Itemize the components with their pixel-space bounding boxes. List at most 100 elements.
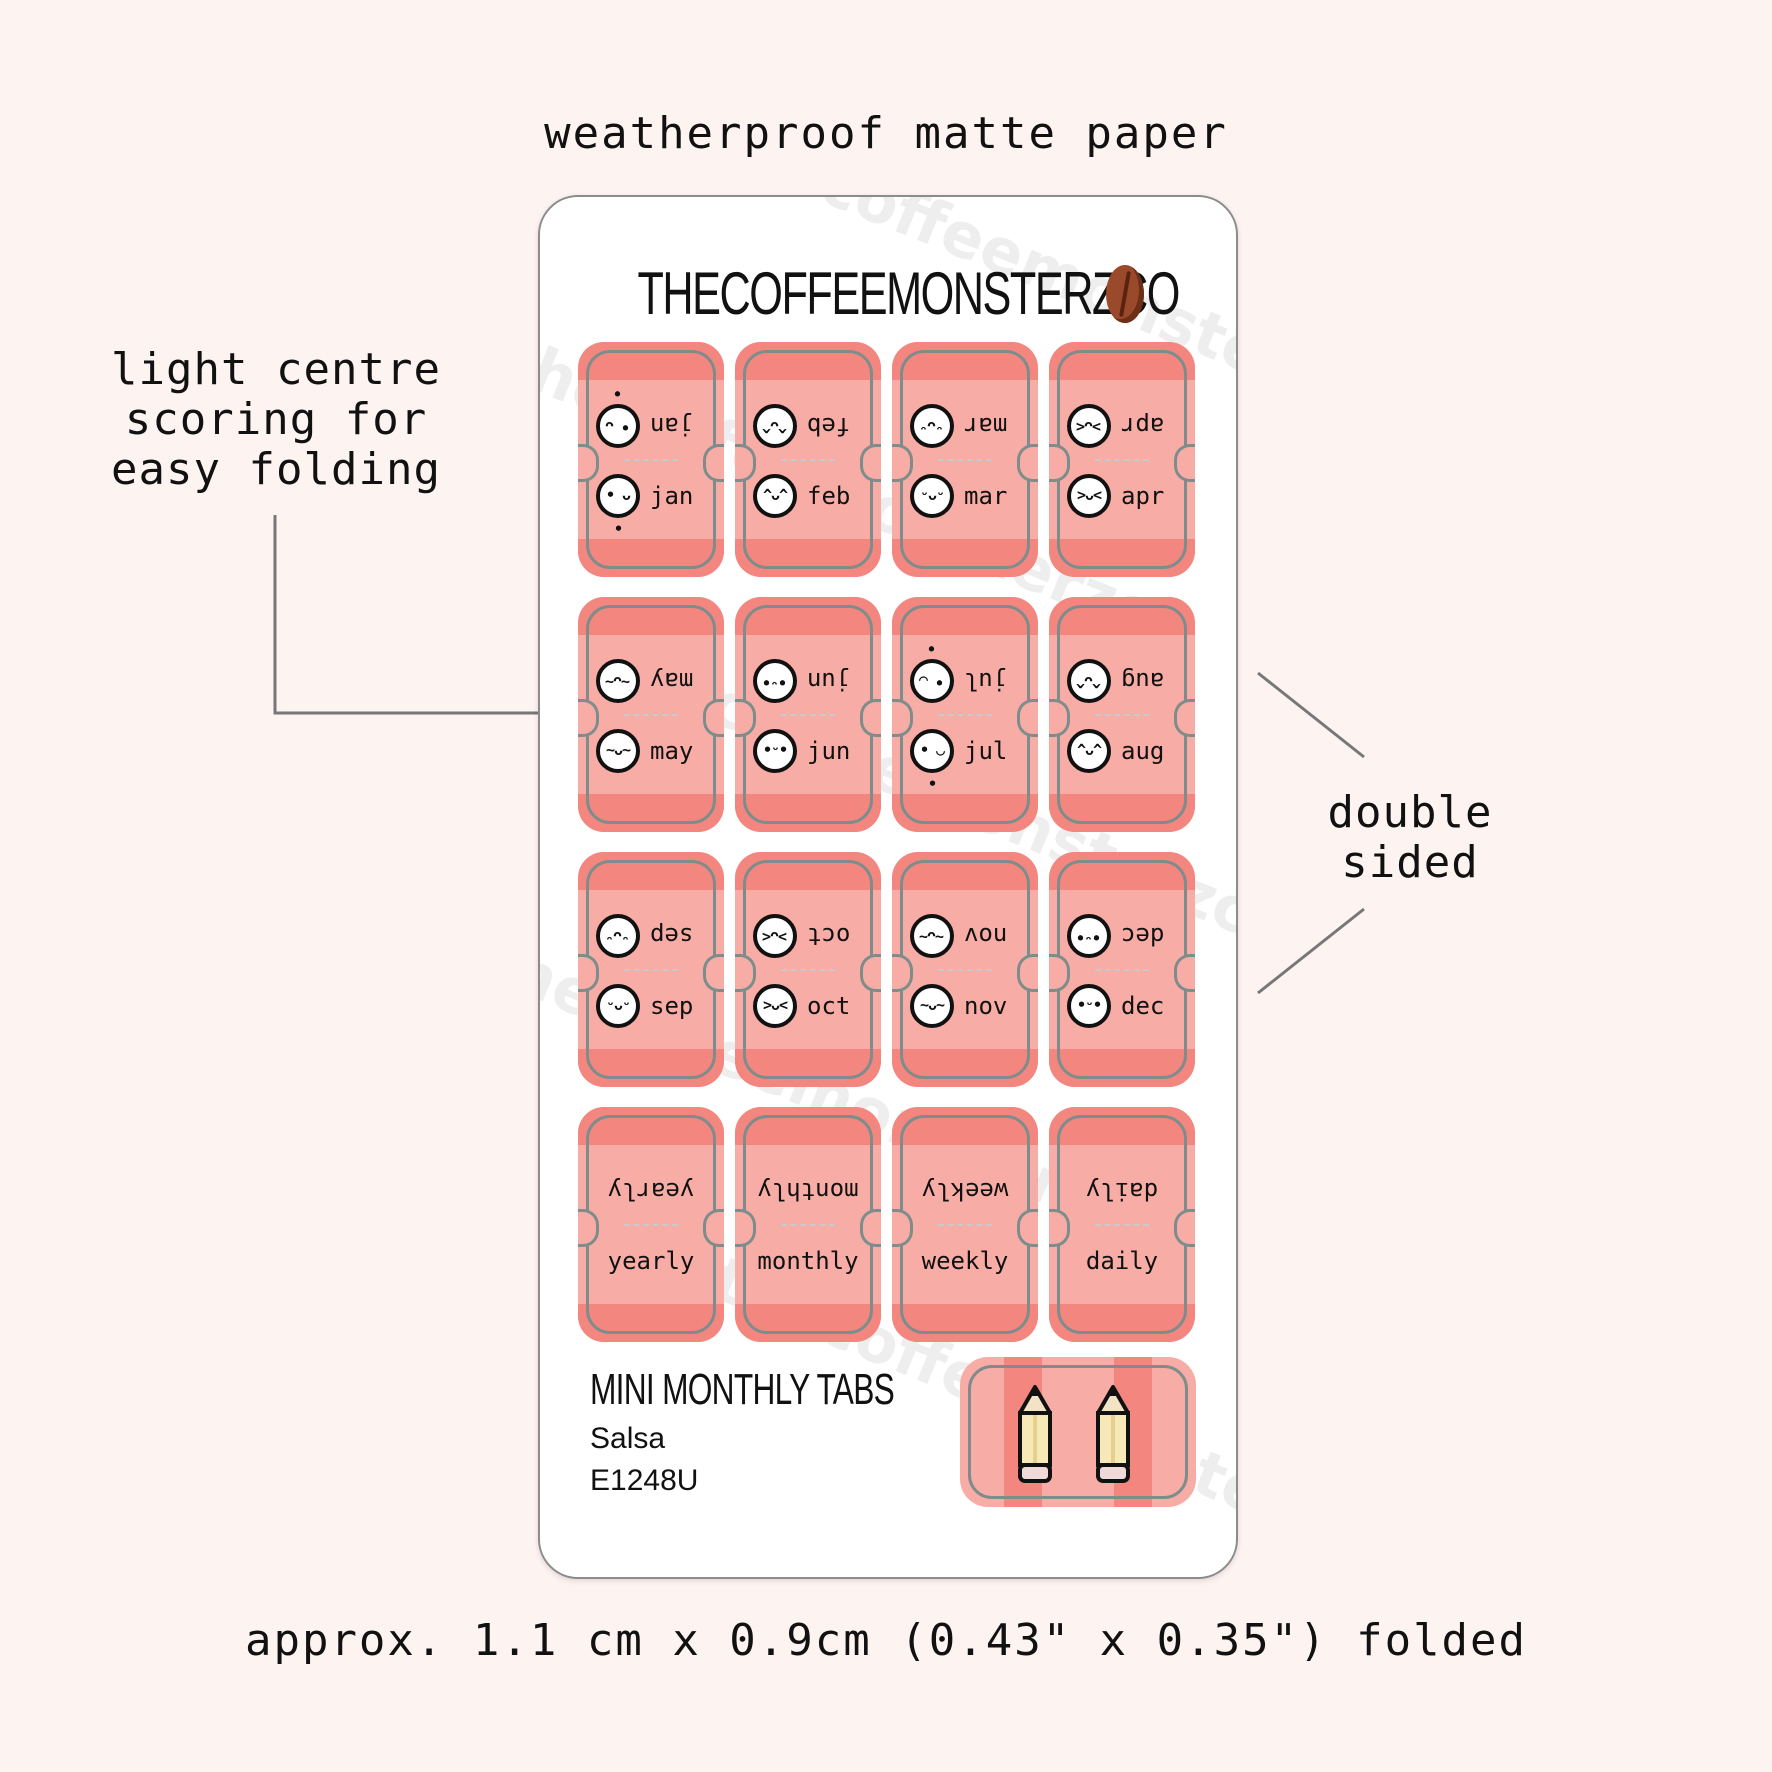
tab-label: oct (807, 992, 851, 1020)
face-icon: >ᴗ< (753, 914, 797, 958)
tab-sticker: >ᴗ< oct >ᴗ< oct (735, 852, 881, 1087)
face-icon: •ᵕ• (1067, 984, 1111, 1028)
product-name: MINI MONTHLY TABS (590, 1365, 895, 1414)
face-icon: ^ᴗ^ (753, 404, 797, 448)
score-line (938, 969, 992, 971)
pencil-icon (1096, 1385, 1130, 1483)
tab-sticker: ^ᴗ^ aug ^ᴗ^ aug (1049, 597, 1195, 832)
score-line (624, 1224, 678, 1226)
dimensions-note: approx. 1.1 cm x 0.9cm (0.43" x 0.35") f… (244, 1615, 1528, 1666)
score-line (938, 459, 992, 461)
score-line (781, 1224, 835, 1226)
tab-label-flipped: daily (1085, 1177, 1159, 1205)
tab-label-flipped: jun (807, 667, 851, 695)
callout-line-right-bottom (1257, 907, 1365, 995)
score-line (1095, 714, 1149, 716)
tab-label: sep (650, 992, 694, 1020)
face-icon: ~ᴗ~ (910, 914, 954, 958)
tab-label-flipped: yearly (607, 1177, 695, 1205)
tab-sticker: ᵕᴗᵕ mar ᵕᴗᵕ mar (892, 342, 1038, 577)
tab-label: dec (1121, 992, 1165, 1020)
face-icon: ᵕᴗᵕ (910, 474, 954, 518)
score-line (781, 969, 835, 971)
tab-sticker: yearly yearly (578, 1107, 724, 1342)
tab-label: mar (964, 482, 1008, 510)
face-icon: • ◡ • (910, 729, 954, 793)
face-icon: ᵕᴗᵕ (910, 404, 954, 448)
tab-label-flipped: may (650, 667, 694, 695)
face-icon: ^ᴗ^ (1067, 659, 1111, 703)
tab-label: may (650, 737, 694, 765)
score-line (781, 459, 835, 461)
tab-label-flipped: apr (1121, 412, 1165, 440)
score-line (1095, 1224, 1149, 1226)
tab-sticker: • ◡ • jul • ◡ • jul (892, 597, 1038, 832)
tab-grid: • ᴗ • jan • ᴗ • jan ^ᴗ^ feb ^ᴗ^ feb ᵕᴗᵕ … (578, 342, 1195, 1342)
tab-label-flipped: jan (650, 412, 694, 440)
tab-label-flipped: aug (1121, 667, 1165, 695)
score-line (781, 714, 835, 716)
product-sku: E1248U (590, 1464, 699, 1497)
tab-label-flipped: weekly (921, 1177, 1009, 1205)
color-name: Salsa (590, 1422, 666, 1455)
face-icon: • ᴗ • (596, 474, 640, 538)
face-icon: ~ᴗ~ (596, 659, 640, 703)
pencil-icon (1018, 1385, 1052, 1483)
face-icon: •ᵕ• (753, 659, 797, 703)
header-title: weatherproof matte paper (544, 108, 1228, 159)
tab-label-flipped: sep (650, 922, 694, 950)
tab-label: weekly (921, 1247, 1009, 1275)
tab-sticker: ~ᴗ~ may ~ᴗ~ may (578, 597, 724, 832)
tab-sticker: ^ᴗ^ feb ^ᴗ^ feb (735, 342, 881, 577)
pencil-tab-sticker (960, 1357, 1196, 1507)
tab-sticker: weekly weekly (892, 1107, 1038, 1342)
face-icon: ^ᴗ^ (753, 474, 797, 518)
score-line (938, 714, 992, 716)
sticker-sheet: thecoffeemonsterzco thecoffeemonsterzco … (538, 195, 1238, 1579)
face-icon: • ◡ • (910, 639, 954, 703)
tab-sticker: daily daily (1049, 1107, 1195, 1342)
face-icon: •ᵕ• (753, 729, 797, 773)
score-line (624, 714, 678, 716)
tab-label: jul (964, 737, 1008, 765)
face-icon: >ᴗ< (753, 984, 797, 1028)
tab-label-flipped: feb (807, 412, 851, 440)
callout-line-right-top (1257, 671, 1365, 759)
tab-label: jan (650, 482, 694, 510)
tab-sticker: • ᴗ • jan • ᴗ • jan (578, 342, 724, 577)
annotation-line: sided (1341, 837, 1479, 888)
face-icon: •ᵕ• (1067, 914, 1111, 958)
annotation-line: scoring for (124, 394, 428, 445)
tab-label-flipped: mar (964, 412, 1008, 440)
face-icon: ᵕᴗᵕ (596, 984, 640, 1028)
tab-label: apr (1121, 482, 1165, 510)
tab-label-flipped: monthly (757, 1177, 859, 1205)
annotation-scoring: light centre scoring for easy folding (96, 345, 456, 495)
tab-label: feb (807, 482, 851, 510)
face-icon: >ᴗ< (1067, 404, 1111, 448)
tab-label: aug (1121, 737, 1165, 765)
tab-sticker: •ᵕ• jun •ᵕ• jun (735, 597, 881, 832)
tab-sticker: ~ᴗ~ nov ~ᴗ~ nov (892, 852, 1038, 1087)
tab-label: jun (807, 737, 851, 765)
tab-label-flipped: jul (964, 667, 1008, 695)
tab-label-flipped: oct (807, 922, 851, 950)
product-info: MINI MONTHLY TABS Salsa E1248U (590, 1365, 1012, 1499)
score-line (1095, 969, 1149, 971)
tab-sticker: >ᴗ< apr >ᴗ< apr (1049, 342, 1195, 577)
face-icon: ~ᴗ~ (910, 984, 954, 1028)
score-line (624, 459, 678, 461)
score-line (624, 969, 678, 971)
face-icon: ~ᴗ~ (596, 729, 640, 773)
annotation-double-sided: double sided (1280, 788, 1540, 888)
coffee-bean-icon (1106, 265, 1144, 323)
face-icon: • ᴗ • (596, 384, 640, 448)
tab-label: monthly (757, 1247, 859, 1275)
face-icon: >ᴗ< (1067, 474, 1111, 518)
callout-line-left (273, 515, 561, 715)
tab-label-flipped: nov (964, 922, 1008, 950)
score-line (1095, 459, 1149, 461)
annotation-line: easy folding (111, 444, 441, 495)
tab-label: yearly (607, 1247, 695, 1275)
